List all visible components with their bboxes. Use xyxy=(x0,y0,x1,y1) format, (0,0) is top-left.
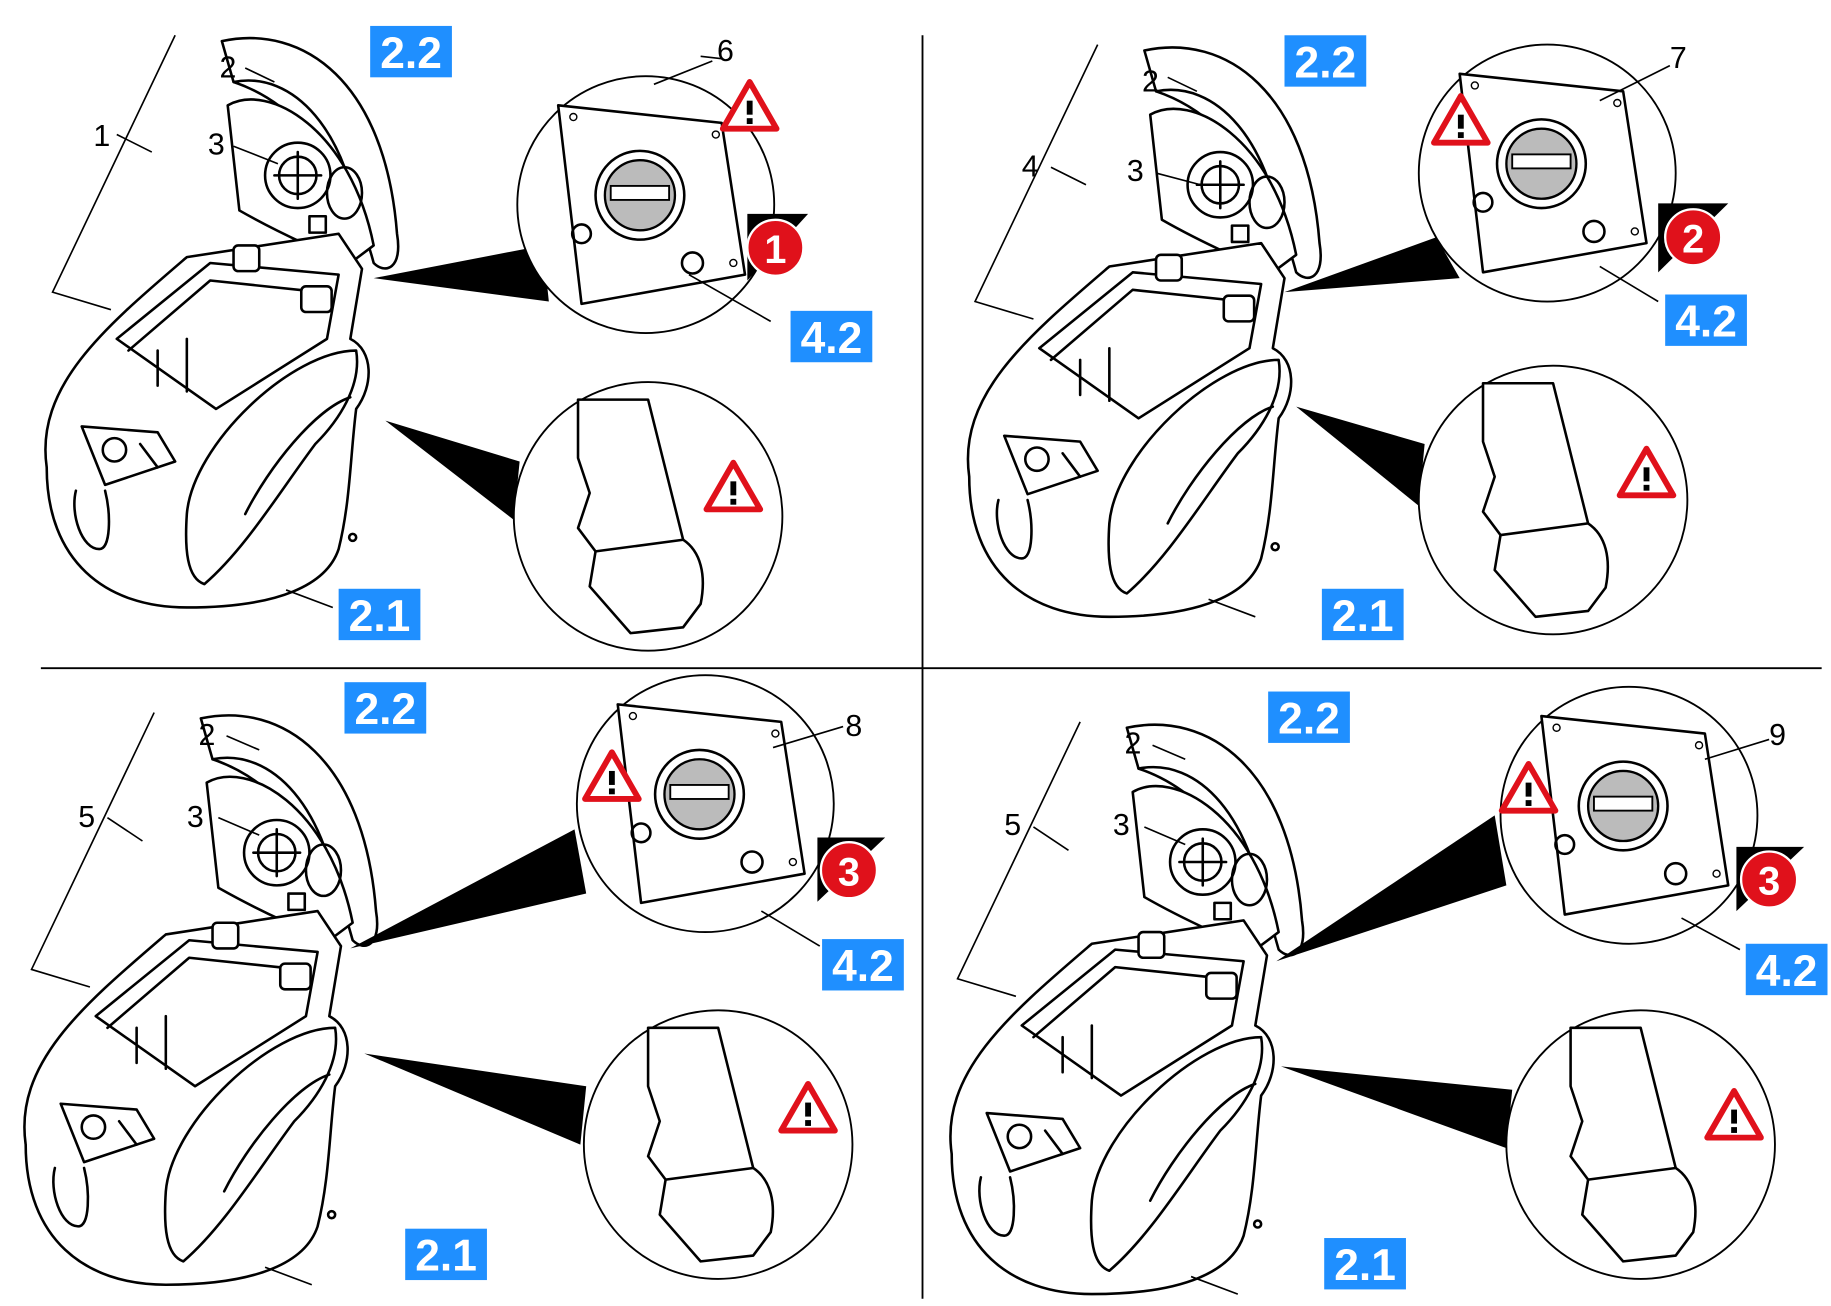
svg-text:2.2: 2.2 xyxy=(380,29,442,78)
detail-bubble-tank xyxy=(1417,364,1689,636)
svg-text:2.1: 2.1 xyxy=(349,592,411,641)
detail-bubble-tank xyxy=(512,380,784,652)
step-number-badge: 3 xyxy=(1736,846,1805,912)
tag-body-ref: 2.1 xyxy=(1324,1238,1406,1290)
step-number-badge: 2 xyxy=(1658,203,1729,273)
callout-lid: 2 xyxy=(1142,65,1159,98)
detail-bubble-tank xyxy=(1505,1009,1777,1281)
detail-bubble-plate xyxy=(1499,685,1759,946)
svg-text:4.2: 4.2 xyxy=(1675,298,1737,347)
callout-inner: 3 xyxy=(208,128,225,161)
warning-triangle-icon xyxy=(723,82,777,129)
svg-text:2.2: 2.2 xyxy=(355,685,417,734)
tag-detail-ref: 4.2 xyxy=(1665,294,1747,347)
callout-detail: 6 xyxy=(717,35,734,68)
callout-bracket: 5 xyxy=(78,801,95,834)
panel-bottom-right: 5 2 3 2.2 2.1 9 3 4.2 xyxy=(949,685,1828,1296)
tag-body-ref: 2.1 xyxy=(338,588,421,641)
device-illustration xyxy=(23,711,379,1287)
tag-lid-ref: 2.2 xyxy=(370,25,452,78)
step-number-badge: 1 xyxy=(746,213,809,281)
tag-detail-ref: 4.2 xyxy=(790,310,873,363)
svg-text:2.2: 2.2 xyxy=(1295,38,1357,87)
callout-detail: 8 xyxy=(845,710,862,743)
svg-text:2.1: 2.1 xyxy=(1334,1241,1396,1290)
svg-text:2: 2 xyxy=(1682,217,1704,261)
callout-inner: 3 xyxy=(1127,155,1144,188)
callout-bracket: 1 xyxy=(93,120,110,153)
callout-detail: 9 xyxy=(1769,719,1786,752)
panel-bottom-left: 5 2 3 2.2 2.1 8 3 4.2 xyxy=(23,673,904,1287)
panel-top-right: 4 2 3 2.2 2.1 7 2 4.2 xyxy=(966,35,1747,641)
tag-body-ref: 2.1 xyxy=(405,1228,487,1281)
tag-detail-ref: 4.2 xyxy=(1745,943,1828,996)
callout-lid: 2 xyxy=(220,51,237,84)
svg-text:3: 3 xyxy=(1758,860,1780,904)
detail-bubble-plate xyxy=(1417,43,1677,303)
svg-text:2.1: 2.1 xyxy=(1332,592,1394,641)
tag-body-ref: 2.1 xyxy=(1321,588,1404,641)
tag-detail-ref: 4.2 xyxy=(822,939,904,991)
svg-text:2.1: 2.1 xyxy=(415,1232,477,1281)
detail-bubble-tank xyxy=(582,1009,854,1281)
svg-text:2.2: 2.2 xyxy=(1278,695,1340,744)
device-illustration xyxy=(966,43,1322,619)
svg-text:4.2: 4.2 xyxy=(801,314,863,363)
svg-text:3: 3 xyxy=(838,850,860,894)
svg-text:4.2: 4.2 xyxy=(1756,947,1818,996)
callout-bracket: 4 xyxy=(1022,151,1039,184)
tag-lid-ref: 2.2 xyxy=(1268,691,1350,744)
tag-lid-ref: 2.2 xyxy=(344,682,427,734)
step-number-badge: 3 xyxy=(817,837,886,902)
callout-lid: 2 xyxy=(1125,727,1142,760)
callout-detail: 7 xyxy=(1670,42,1687,75)
callout-lid: 2 xyxy=(199,719,216,752)
callout-inner: 3 xyxy=(187,801,204,834)
tag-lid-ref: 2.2 xyxy=(1284,35,1367,87)
panel-top-left: 1 2 3 2.2 2.1 6 1 4.2 xyxy=(44,25,873,652)
device-illustration xyxy=(949,720,1305,1296)
callout-bracket: 5 xyxy=(1004,809,1021,842)
detail-bubble-plate xyxy=(575,673,836,934)
svg-text:4.2: 4.2 xyxy=(832,942,894,991)
callout-inner: 3 xyxy=(1113,809,1130,842)
svg-text:1: 1 xyxy=(764,228,786,272)
